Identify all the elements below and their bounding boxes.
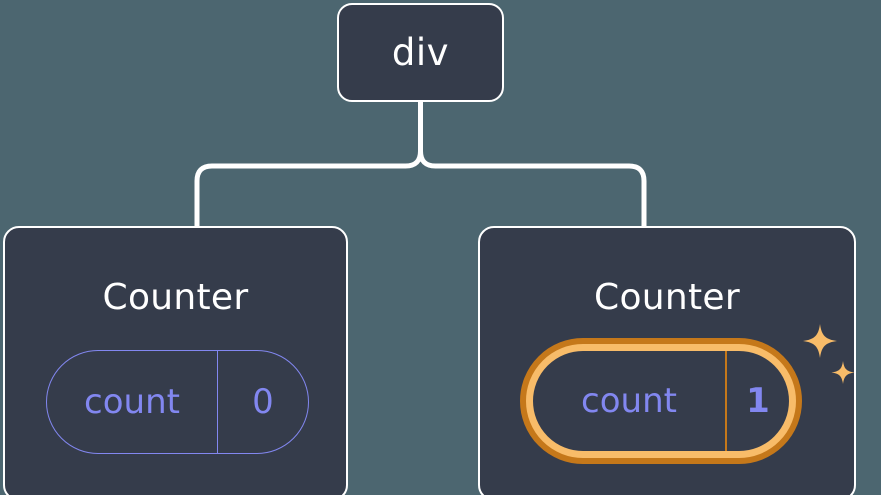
state-value-label: 1 [746, 381, 770, 421]
node-counter-right-title: Counter [594, 277, 740, 318]
state-value-label: 0 [252, 382, 274, 422]
node-counter-left-title: Counter [102, 277, 249, 318]
sparkles-group [803, 324, 855, 384]
highlight-ring-inner [526, 344, 796, 458]
state-key-label: count [47, 351, 218, 453]
node-counter-right[interactable]: Counter count 1 [478, 226, 856, 495]
sparkle-small-icon [831, 361, 855, 384]
highlight-ring-outer [520, 338, 802, 464]
state-pill-count-right-highlighted[interactable]: count 1 [520, 338, 802, 464]
sparkle-large-icon [803, 324, 837, 358]
state-pill-count-left[interactable]: count 0 [46, 350, 309, 454]
connector-to-right-child [418, 101, 647, 227]
node-div-label: div [391, 31, 450, 74]
node-div[interactable]: div [337, 3, 504, 102]
connector-to-left-child [194, 101, 423, 227]
state-key-label: count [533, 351, 727, 451]
node-counter-left[interactable]: Counter count 0 [3, 226, 348, 495]
